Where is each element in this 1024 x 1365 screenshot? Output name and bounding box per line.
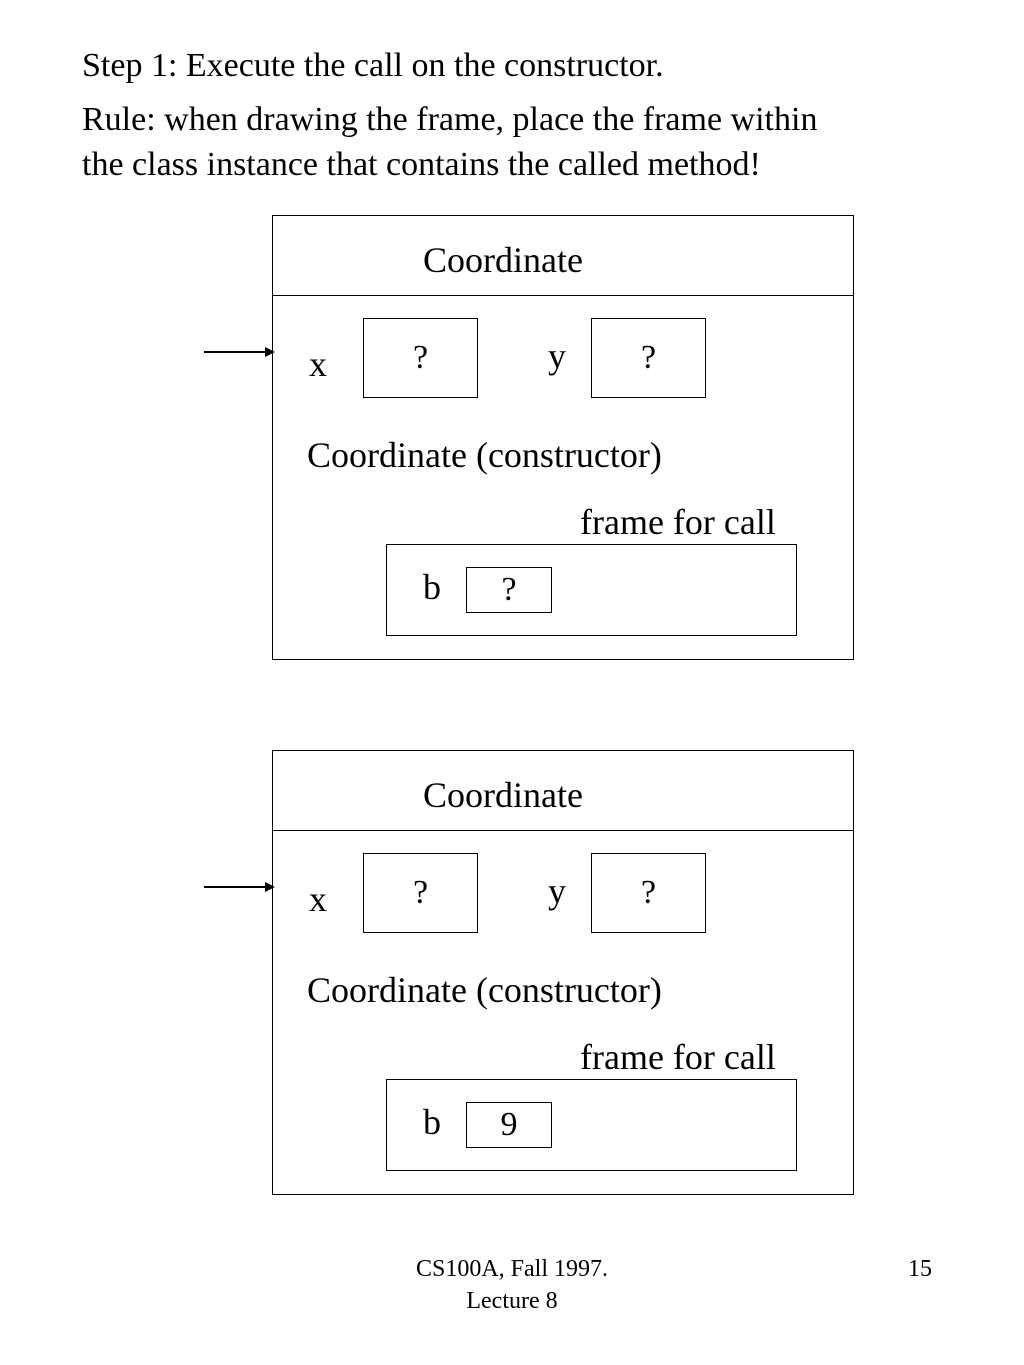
rule-line-1: Rule: when drawing the frame, place the … — [82, 101, 818, 138]
method-label: Coordinate (constructor) — [307, 435, 662, 475]
page-number: 15 — [908, 1256, 932, 1282]
method-label: Coordinate (constructor) — [307, 970, 662, 1010]
field-y-value: ? — [591, 853, 706, 933]
param-b-value: ? — [466, 567, 552, 613]
class-name-divider — [273, 830, 853, 831]
field-x-value: ? — [363, 853, 478, 933]
call-frame-box: b 9 — [386, 1079, 797, 1171]
object-diagram-1: Coordinate x ? y ? Coordinate (construct… — [0, 215, 1024, 750]
rule-line-2: the class instance that contains the cal… — [82, 146, 761, 183]
class-name-divider — [273, 295, 853, 296]
class-instance-box: Coordinate x ? y ? Coordinate (construct… — [272, 215, 854, 660]
param-b-label: b — [423, 1102, 441, 1142]
field-x-label: x — [309, 344, 327, 384]
field-y-label: y — [548, 336, 566, 376]
field-y-value: ? — [591, 318, 706, 398]
param-b-value: 9 — [466, 1102, 552, 1148]
param-b-label: b — [423, 567, 441, 607]
reference-arrow-icon — [204, 882, 275, 892]
footer-course-line-1: CS100A, Fall 1997. — [415, 1256, 609, 1282]
footer-course: CS100A, Fall 1997. Lecture 8 — [362, 1253, 662, 1317]
call-frame-box: b ? — [386, 544, 797, 636]
reference-arrow-icon — [204, 347, 275, 357]
field-x-value: ? — [363, 318, 478, 398]
step-heading: Step 1: Execute the call on the construc… — [82, 47, 664, 84]
class-instance-box: Coordinate x ? y ? Coordinate (construct… — [272, 750, 854, 1195]
frame-label: frame for call — [580, 502, 776, 542]
frame-label: frame for call — [580, 1037, 776, 1077]
field-x-label: x — [309, 879, 327, 919]
class-name: Coordinate — [423, 775, 583, 815]
footer-course-line-2: Lecture 8 — [466, 1288, 558, 1314]
class-name: Coordinate — [423, 240, 583, 280]
object-diagram-2: Coordinate x ? y ? Coordinate (construct… — [0, 750, 1024, 1285]
field-y-label: y — [548, 871, 566, 911]
